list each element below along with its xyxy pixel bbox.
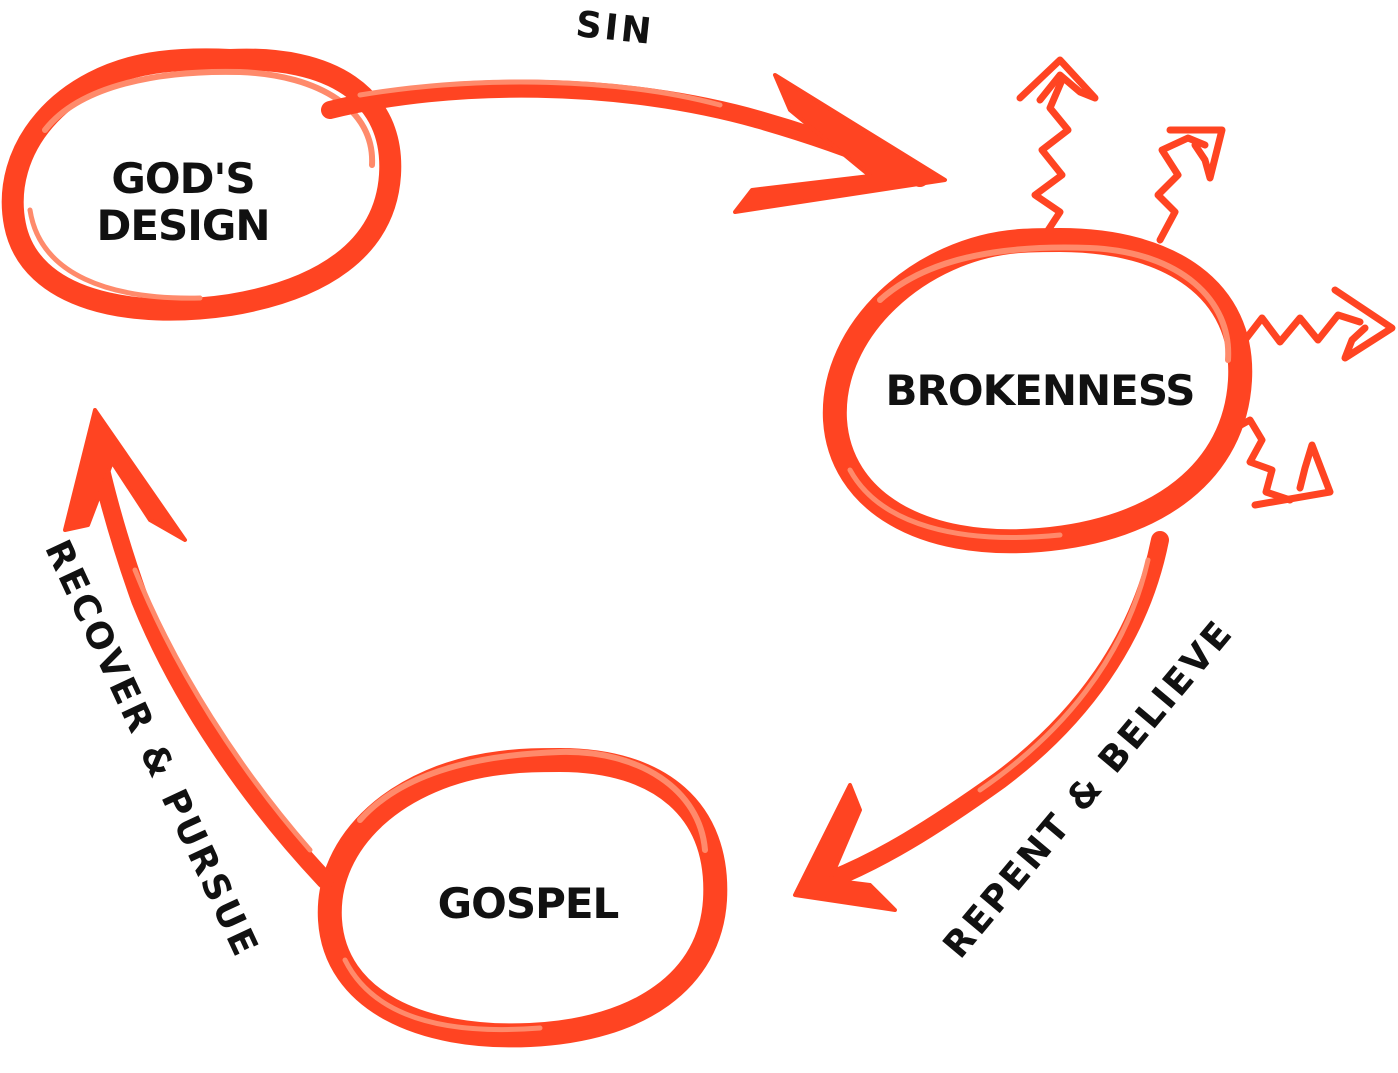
sin-label: SIN (574, 4, 656, 53)
brokenness-bolts (1016, 56, 1396, 509)
bolt-3 (1241, 311, 1364, 346)
brokenness-label: BROKENNESS (886, 366, 1195, 415)
repent-believe-arrowhead (793, 783, 897, 912)
bolt-1 (1031, 76, 1072, 239)
brokenness-loop (822, 228, 1253, 554)
gods-design-label-line1: GOD'S (111, 154, 254, 203)
recover-pursue-arrowhead (63, 408, 187, 542)
repent-believe-arrow (793, 531, 1169, 912)
sin-arrowhead (733, 73, 947, 214)
gospel-label: GOSPEL (438, 879, 619, 928)
gods-design-loop (1, 48, 402, 321)
recover-pursue-arrow (63, 408, 334, 889)
gospel-loop (317, 748, 728, 1048)
gods-design-label-line2: DESIGN (96, 201, 269, 250)
bolt-2 (1154, 134, 1209, 244)
bolt-4 (1228, 416, 1294, 504)
sin-arrow (321, 73, 947, 214)
